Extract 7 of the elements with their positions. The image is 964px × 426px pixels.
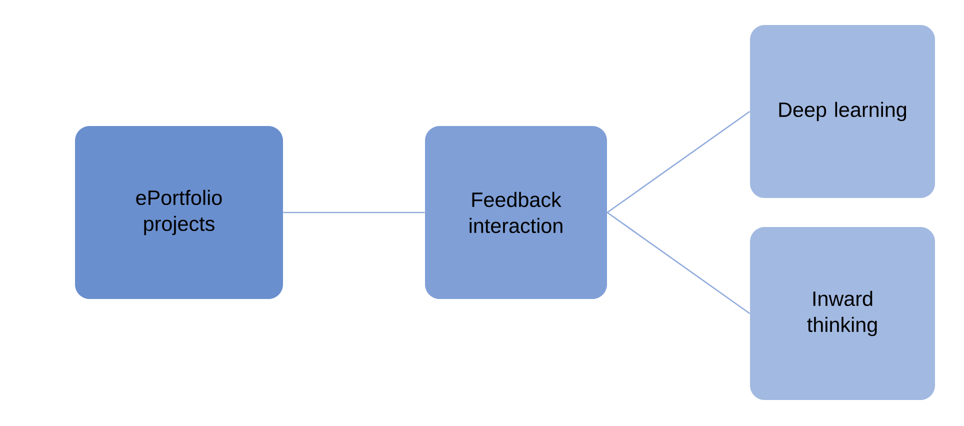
connector-line	[606, 212, 750, 314]
connector-line	[606, 110, 750, 214]
process-box: ePortfolio projects	[75, 126, 283, 299]
process-box: Inward thinking	[750, 227, 935, 400]
process-box: Deep learning	[750, 25, 935, 198]
connector-line	[283, 212, 425, 214]
process-box: Feedback interaction	[425, 126, 607, 299]
